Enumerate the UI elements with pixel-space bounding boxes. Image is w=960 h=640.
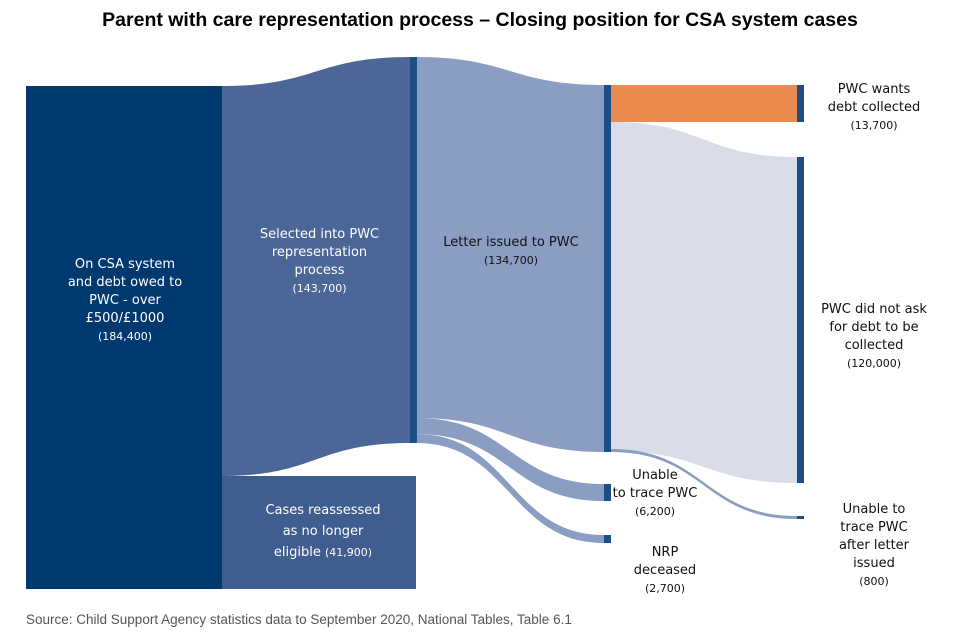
label-value: (13,700) xyxy=(850,119,898,132)
label-line: collected xyxy=(844,338,904,353)
label-line: representation xyxy=(271,245,368,260)
label-line: issued xyxy=(853,556,895,571)
flow-letter-to-pwc-did-not-ask xyxy=(611,122,797,483)
label-line: Selected into PWC xyxy=(259,227,380,242)
label-value: (41,900) xyxy=(325,546,373,559)
label-line: eligible xyxy=(273,545,321,560)
label-line: process xyxy=(294,263,345,278)
label-on-csa-system: On CSA system and debt owed to PWC - ove… xyxy=(30,256,220,346)
flow-csa-to-selected xyxy=(222,57,410,476)
node-cases-reassessed xyxy=(226,476,416,589)
node-on-csa-system-edge xyxy=(216,86,222,589)
label-value: (143,700) xyxy=(292,282,347,295)
label-value: (184,400) xyxy=(97,330,153,343)
label-line: debt collected xyxy=(827,100,921,115)
node-unable-to-trace-bar xyxy=(604,484,611,501)
label-value: (800) xyxy=(859,575,889,588)
label-value: (134,700) xyxy=(483,254,539,267)
label-line: NRP xyxy=(651,545,679,560)
label-cases-reassessed: Cases reassessed as no longer eligible (… xyxy=(228,500,418,563)
flow-selected-to-unable-trace xyxy=(416,418,604,501)
label-value: (120,000) xyxy=(846,357,902,370)
node-unable-after-letter-bar xyxy=(797,516,804,519)
node-pwc-wants-debt-bar xyxy=(797,85,804,122)
label-line: Cases reassessed xyxy=(265,503,381,518)
label-line: and debt owed to xyxy=(67,275,183,290)
label-selected-into-pwc: Selected into PWC representation process… xyxy=(228,226,411,298)
node-pwc-did-not-ask-bar xyxy=(797,157,804,483)
label-pwc-wants-debt: PWC wants debt collected (13,700) xyxy=(808,81,940,135)
label-line: Unable to xyxy=(842,502,906,517)
label-unable-to-trace: Unable to trace PWC (6,200) xyxy=(600,467,710,521)
label-line: Unable xyxy=(632,468,678,483)
label-line: for debt to be xyxy=(829,320,919,335)
label-line: PWC - over xyxy=(89,293,161,308)
label-unable-after-letter: Unable to trace PWC after letter issued … xyxy=(808,501,940,591)
chart-title: Parent with care representation process … xyxy=(102,9,858,31)
label-line: PWC did not ask xyxy=(821,302,927,317)
node-nrp-deceased-bar xyxy=(604,535,611,543)
label-line: trace PWC xyxy=(840,520,908,535)
label-line: deceased xyxy=(633,563,697,578)
label-line: after letter xyxy=(838,538,910,553)
label-line: Letter issued to PWC xyxy=(443,235,579,250)
label-line: as no longer xyxy=(282,524,364,539)
label-line: £500/£1000 xyxy=(85,311,165,326)
label-value: (2,700) xyxy=(644,582,686,595)
node-letter-issued-bar xyxy=(604,85,611,452)
flow-selected-to-nrp-deceased xyxy=(416,434,604,543)
label-line: On CSA system xyxy=(74,257,176,272)
label-value: (6,200) xyxy=(634,505,676,518)
flow-selected-to-letter xyxy=(416,57,604,452)
node-selected-into-pwc-bar xyxy=(410,57,417,443)
node-on-csa-system xyxy=(26,86,222,589)
label-line: to trace PWC xyxy=(612,486,698,501)
flow-csa-to-reassessed xyxy=(222,476,226,589)
flow-letter-to-unable-after-letter xyxy=(611,449,797,519)
label-line: PWC wants xyxy=(837,82,911,97)
label-pwc-did-not-ask: PWC did not ask for debt to be collected… xyxy=(808,301,940,373)
label-nrp-deceased: NRP deceased (2,700) xyxy=(610,544,720,598)
label-letter-issued: Letter issued to PWC (134,700) xyxy=(418,234,604,270)
source-note: Source: Child Support Agency statistics … xyxy=(26,612,572,627)
flow-letter-to-pwc-wants-debt xyxy=(611,85,797,122)
